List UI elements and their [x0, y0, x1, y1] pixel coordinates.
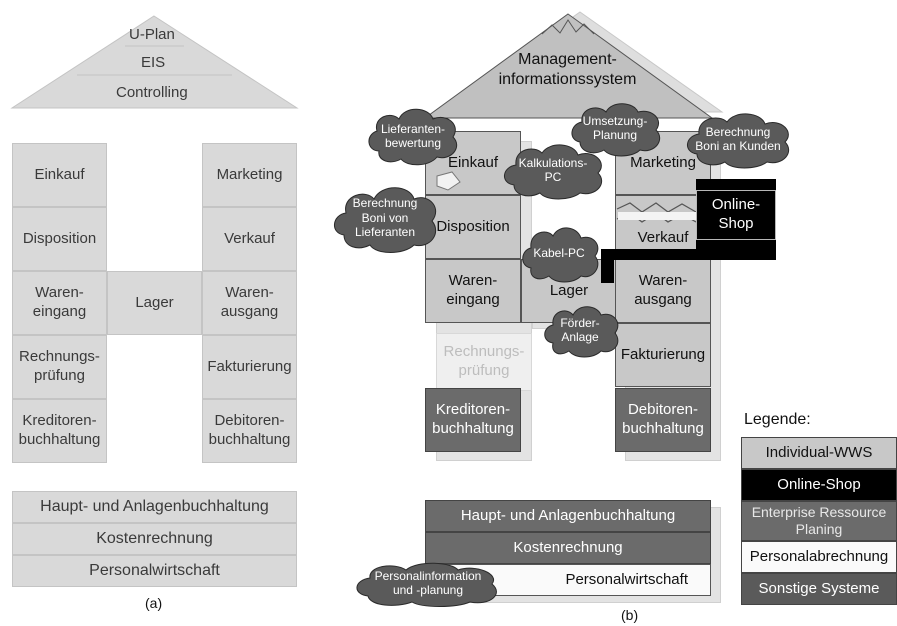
a-rechnungspruefung: Rechnungs- prüfung — [12, 335, 107, 399]
cloud-umsetzungsplanung: Umsetzung- Planung — [568, 100, 662, 157]
b-roof-mis: Management- informationssystem — [498, 51, 637, 88]
legend-title: Legende: — [744, 411, 811, 428]
legend-online-shop: Online-Shop — [741, 469, 897, 501]
cloud-shape — [687, 113, 790, 169]
b-debitorenbuchhaltung: Debitoren- buchhaltung — [615, 388, 711, 452]
cloud-kabel-pc: Kabel-PC — [519, 224, 599, 283]
roof-a-eis: EIS — [141, 54, 166, 71]
a-kostenrechnung: Kostenrechnung — [12, 523, 297, 555]
cloud-personalinfo: Personalinformation und -planung — [352, 560, 504, 607]
b-online-shop: Online- Shop — [696, 190, 776, 240]
cloud-umsetzungsplanung-label: Umsetzung- Planung — [582, 113, 648, 142]
a-personalwirtschaft: Personalwirtschaft — [12, 555, 297, 587]
caption-b: (b) — [621, 607, 639, 623]
cloud-boni-kunden: Berechnung Boni an Kunden — [683, 110, 793, 169]
cloud-shape — [571, 103, 661, 157]
b-fakturierung: Fakturierung — [615, 323, 711, 387]
b-kreditorenbuchhaltung: Kreditoren- buchhaltung — [425, 388, 521, 452]
a-warenausgang: Waren- ausgang — [202, 271, 297, 335]
caption-a: (a) — [145, 595, 163, 611]
a-einkauf: Einkauf — [12, 143, 107, 207]
cloud-shape — [544, 306, 619, 358]
a-kreditorenbuchhaltung: Kreditoren- buchhaltung — [12, 399, 107, 463]
cloud-boni-lieferanten: Berechnung Boni von Lieferanten — [330, 183, 440, 253]
cloud-foerderanlage-label: Förder- Anlage — [560, 315, 600, 344]
roof-a-controlling: Controlling — [116, 84, 188, 101]
cloud-shape — [504, 144, 603, 200]
cloud-foerderanlage: Förder- Anlage — [541, 303, 619, 358]
cloud-shape — [522, 227, 599, 283]
cloud-personalinfo-label: Personalinformation und -planung — [374, 568, 482, 597]
b-rechnungspruefung: Rechnungs- prüfung — [436, 333, 532, 391]
cloud-boni-kunden-label: Berechnung Boni an Kunden — [695, 124, 781, 153]
cloud-kalkulation-label: Kalkulations- PC — [518, 155, 588, 184]
legend-personalabrechnung: Personalabrechnung — [741, 541, 897, 573]
legend-erp: Enterprise Ressource Planing — [741, 501, 897, 541]
b-hauptbuchhaltung: Haupt- und Anlagenbuchhaltung — [425, 500, 711, 532]
b-warenausgang: Waren- ausgang — [615, 259, 711, 323]
cloud-shape — [334, 187, 437, 253]
a-verkauf: Verkauf — [202, 207, 297, 271]
a-fakturierung: Fakturierung — [202, 335, 297, 399]
a-lager: Lager — [107, 271, 202, 335]
cloud-shape — [368, 108, 458, 166]
cloud-boni-lieferanten-label: Berechnung Boni von Lieferanten — [352, 196, 418, 240]
cloud-kalkulation: Kalkulations- PC — [500, 141, 606, 200]
a-debitorenbuchhaltung: Debitoren- buchhaltung — [202, 399, 297, 463]
b-kostenrechnung: Kostenrechnung — [425, 532, 711, 564]
cloud-lieferantenbewertung-label: Lieferanten- bewertung — [380, 121, 446, 150]
cloud-kabel-pc-label: Kabel-PC — [533, 245, 585, 260]
b-wareneingang: Waren- eingang — [425, 259, 521, 323]
a-hauptbuchhaltung: Haupt- und Anlagenbuchhaltung — [12, 491, 297, 523]
a-disposition: Disposition — [12, 207, 107, 271]
legend-sonstige-systeme: Sonstige Systeme — [741, 573, 897, 605]
roof-a-u-plan: U-Plan — [129, 26, 175, 43]
b-verkauf: Verkauf — [615, 195, 711, 259]
legend-individual-wws: Individual-WWS — [741, 437, 897, 469]
a-marketing: Marketing — [202, 143, 297, 207]
a-wareneingang: Waren- eingang — [12, 271, 107, 335]
cloud-shape — [356, 562, 497, 607]
cloud-lieferantenbewertung: Lieferanten- bewertung — [365, 105, 461, 167]
